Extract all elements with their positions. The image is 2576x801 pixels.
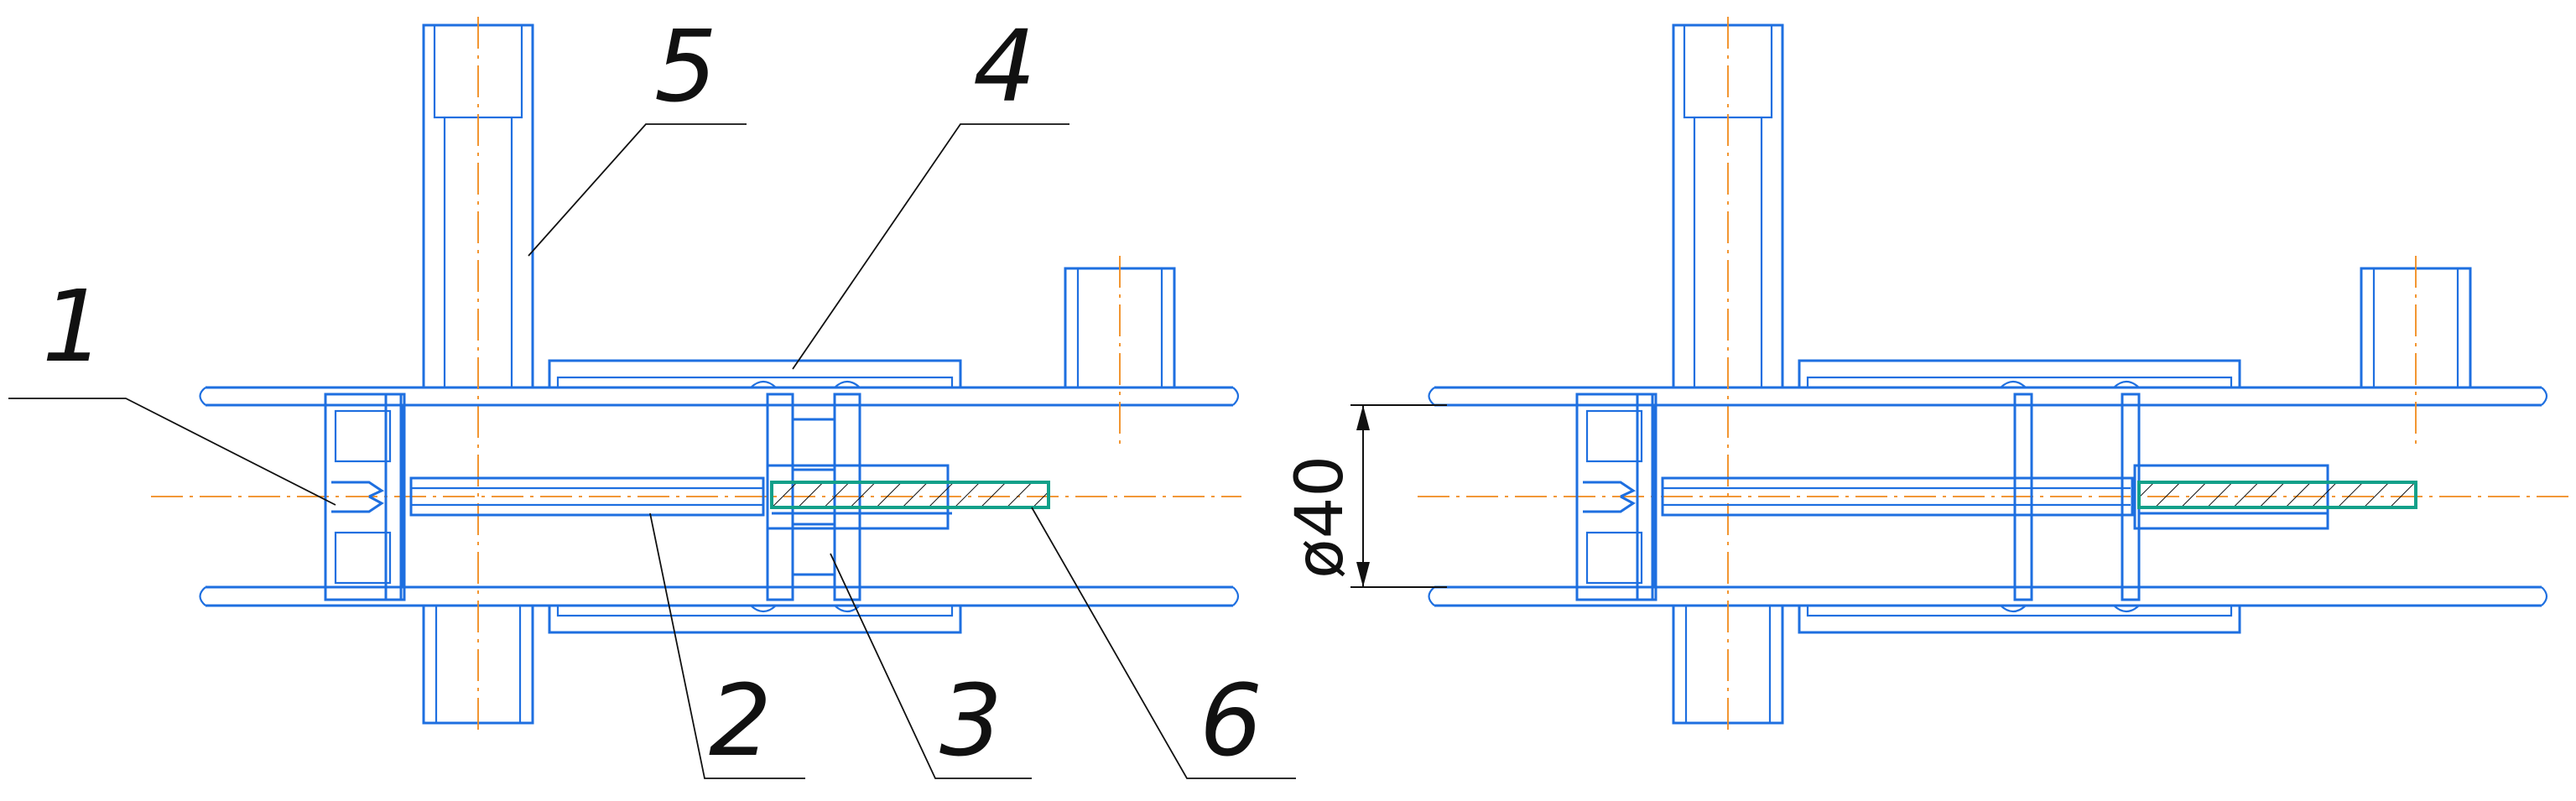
- callout-label-6: 6: [1200, 663, 1262, 778]
- hatched-insert-right: [2133, 464, 2417, 530]
- end-plug-right: [1575, 393, 1657, 601]
- callout-1: 1: [8, 268, 336, 506]
- sleeve-right: [1798, 359, 2241, 634]
- small-post-left: [1064, 256, 1176, 445]
- callout-label-4: 4: [973, 8, 1036, 124]
- callout-2: 2: [649, 512, 805, 779]
- assembly-view-left: 1 5 4 2 3 6: [8, 8, 1296, 779]
- small-post-right: [2360, 256, 2472, 445]
- callout-label-3: 3: [939, 663, 1002, 778]
- callout-4: 4: [792, 8, 1069, 370]
- sleeve-left: [548, 359, 962, 634]
- callout-6: 6: [1031, 507, 1296, 779]
- callout-5: 5: [528, 8, 747, 257]
- diameter-label: ø40: [1283, 455, 1358, 579]
- callout-label-1: 1: [42, 268, 105, 384]
- callout-3: 3: [830, 553, 1032, 779]
- assembly-view-right: ø40: [1283, 17, 2571, 730]
- diameter-dimension: ø40: [1283, 404, 1447, 588]
- vertical-post-left: [422, 17, 534, 730]
- callout-label-2: 2: [709, 663, 772, 778]
- coupling-right: [2000, 380, 2141, 613]
- callout-label-5: 5: [654, 8, 717, 124]
- end-plug-left: [324, 393, 406, 601]
- vertical-post-right: [1672, 17, 1784, 730]
- hatched-insert-left: [766, 464, 1050, 530]
